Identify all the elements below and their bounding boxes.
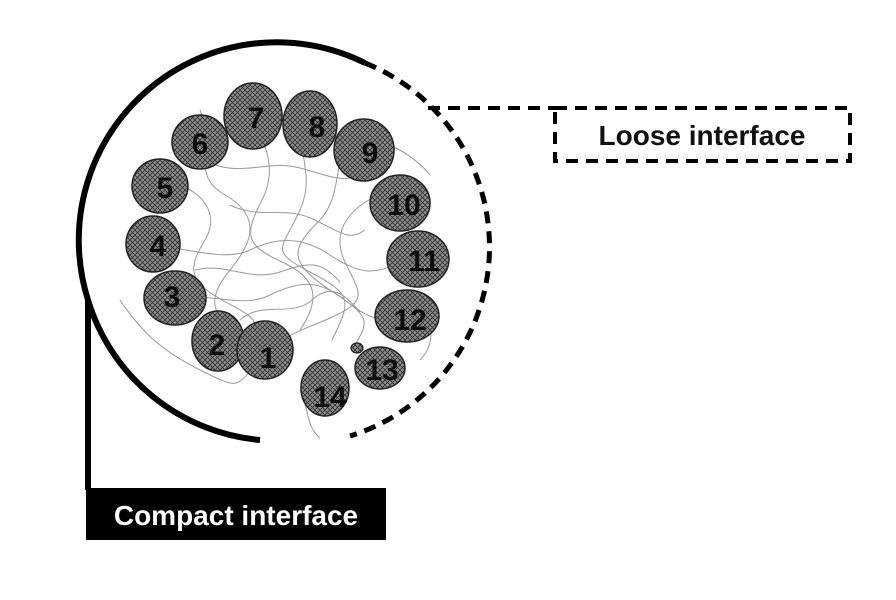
subunit-number: 13: [365, 354, 398, 387]
subunit-numbers: 7 8 6 9 5 10 4 11 3 12 2 1 13 14: [150, 102, 440, 414]
subunit-blob-5: [131, 158, 189, 214]
small-density: [350, 342, 364, 354]
subunit-blob-10: [369, 174, 431, 232]
subunit-blob-11: [386, 230, 450, 288]
subunit-blob-6: [171, 114, 229, 170]
subunit-number: 2: [209, 329, 226, 362]
subunit-blob-8: [282, 90, 338, 158]
subunit-number: 7: [248, 102, 265, 135]
subunit-blob-9: [333, 118, 395, 182]
subunit-number: 3: [164, 281, 181, 314]
subunit-number: 10: [387, 189, 420, 222]
subunit-number: 4: [150, 230, 167, 263]
loose-interface-label: Loose interface: [599, 120, 806, 151]
subunit-blobs: [125, 82, 450, 417]
compact-interface-arc: [75, 39, 367, 443]
subunit-blob-1: [236, 320, 294, 380]
compact-interface-label: Compact interface: [114, 500, 358, 531]
subunit-blob-3: [143, 270, 207, 326]
subunit-number: 1: [260, 342, 277, 375]
loose-interface-box: [553, 106, 852, 163]
subunit-number: 8: [309, 111, 326, 144]
subunit-blob-4: [125, 215, 181, 273]
subunit-number: 5: [157, 172, 174, 205]
subunit-blob-13: [354, 346, 406, 390]
loose-interface-arc: [349, 60, 492, 439]
subunit-blob-12: [374, 289, 440, 343]
subunit-blob-14: [300, 359, 350, 417]
subunit-number: 6: [192, 128, 209, 161]
subunit-number: 12: [393, 304, 426, 337]
subunit-blob-7: [223, 82, 283, 150]
compact-interface-box: [86, 488, 386, 540]
subunit-number: 14: [313, 381, 347, 414]
subunit-number: 11: [408, 245, 440, 278]
subunit-number: 9: [362, 137, 379, 170]
